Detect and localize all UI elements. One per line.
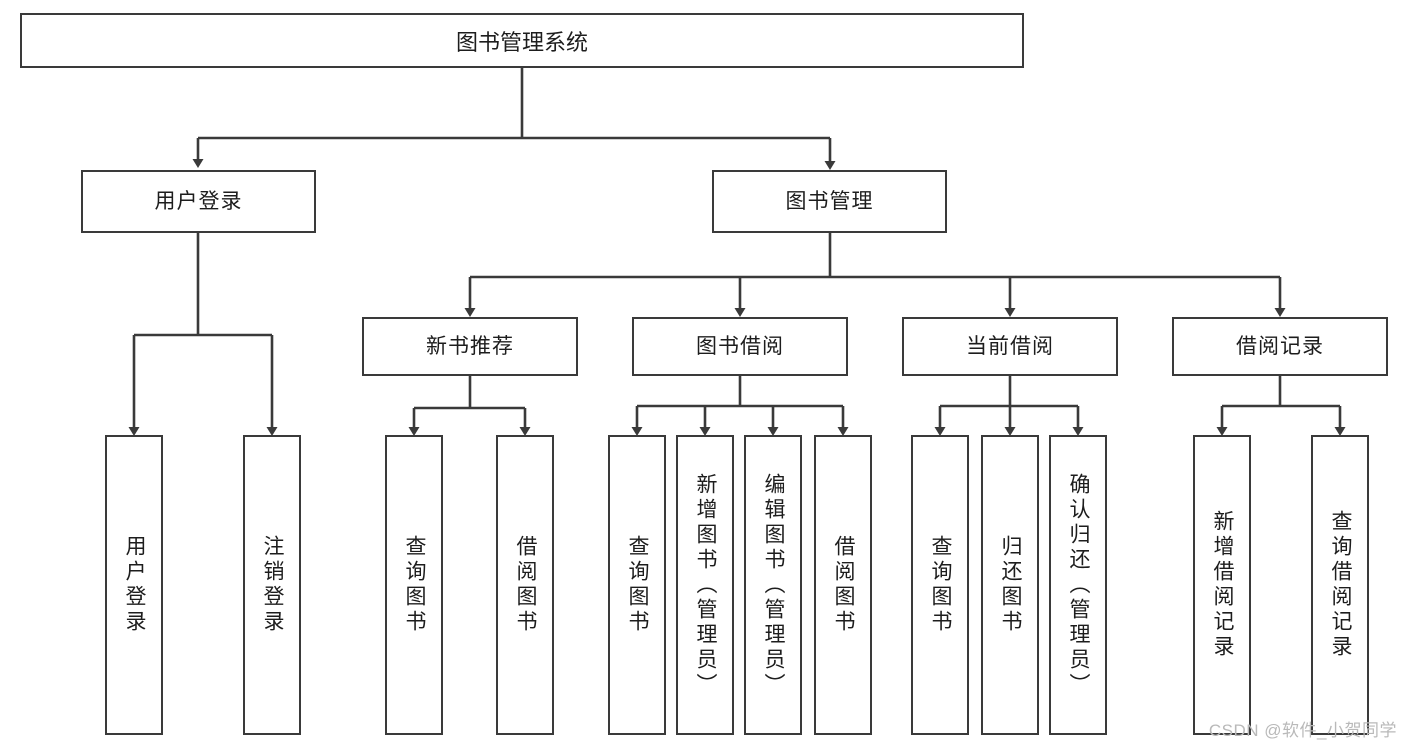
- leaf-label: 查询图书: [626, 535, 650, 635]
- node-user-login[interactable]: 用户登录: [81, 170, 316, 233]
- leaf-record-add-record[interactable]: 新增借阅记录: [1193, 435, 1251, 735]
- node-book-management[interactable]: 图书管理: [712, 170, 947, 233]
- leaf-label: 查询图书: [929, 535, 953, 635]
- leaf-user-login-login[interactable]: 用户登录: [105, 435, 163, 735]
- node-book-borrow[interactable]: 图书借阅: [632, 317, 848, 376]
- node-root-system[interactable]: 图书管理系统: [20, 13, 1024, 68]
- leaf-label: 新增图书（管理员）: [694, 472, 718, 698]
- leaf-label: 确认归还（管理员）: [1067, 472, 1091, 698]
- leaf-record-query-record[interactable]: 查询借阅记录: [1311, 435, 1369, 735]
- leaf-label: 借阅图书: [514, 535, 538, 635]
- leaf-recommend-query-book[interactable]: 查询图书: [385, 435, 443, 735]
- leaf-label: 查询图书: [403, 535, 427, 635]
- leaf-current-confirm-return[interactable]: 确认归还（管理员）: [1049, 435, 1107, 735]
- leaf-label: 归还图书: [999, 535, 1023, 635]
- leaf-user-login-logout[interactable]: 注销登录: [243, 435, 301, 735]
- leaf-current-return-book[interactable]: 归还图书: [981, 435, 1039, 735]
- leaf-label: 借阅图书: [832, 535, 856, 635]
- leaf-borrow-query-book[interactable]: 查询图书: [608, 435, 666, 735]
- watermark-text: CSDN @软件_小贺同学: [1208, 721, 1397, 740]
- leaf-label: 注销登录: [261, 535, 285, 635]
- node-borrow-record[interactable]: 借阅记录: [1172, 317, 1388, 376]
- leaf-label: 查询借阅记录: [1329, 510, 1353, 660]
- leaf-recommend-borrow-book[interactable]: 借阅图书: [496, 435, 554, 735]
- leaf-label: 用户登录: [123, 535, 147, 635]
- leaf-borrow-borrow-book[interactable]: 借阅图书: [814, 435, 872, 735]
- leaf-borrow-add-book[interactable]: 新增图书（管理员）: [676, 435, 734, 735]
- leaf-current-query-book[interactable]: 查询图书: [911, 435, 969, 735]
- leaf-borrow-edit-book[interactable]: 编辑图书（管理员）: [744, 435, 802, 735]
- leaf-label: 编辑图书（管理员）: [762, 472, 786, 698]
- leaf-label: 新增借阅记录: [1211, 510, 1235, 660]
- node-current-borrow[interactable]: 当前借阅: [902, 317, 1118, 376]
- node-new-book-recommend[interactable]: 新书推荐: [362, 317, 578, 376]
